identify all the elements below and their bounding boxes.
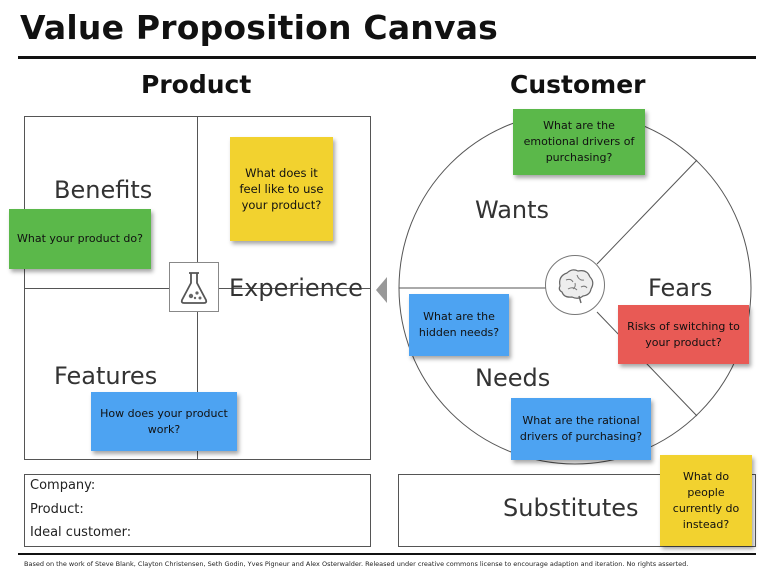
company-field-label: Company: <box>30 478 96 493</box>
brain-icon <box>545 255 605 315</box>
footer-credits: Based on the work of Steve Blank, Clayto… <box>24 560 689 568</box>
experience-sticky-note: What does it feel like to use your produ… <box>230 137 333 241</box>
title-divider <box>18 56 756 59</box>
substitutes-box <box>398 474 756 547</box>
hidden-needs-sticky-note: What are the hidden needs? <box>409 294 509 356</box>
features-label: Features <box>54 362 158 390</box>
needs-sticky-note: What are the rational drivers of purchas… <box>511 398 651 460</box>
benefits-label: Benefits <box>54 176 153 204</box>
ideal-customer-field-label: Ideal customer: <box>30 525 132 540</box>
wants-sticky-note: What are the emotional drivers of purcha… <box>513 109 645 175</box>
wants-label: Wants <box>475 196 550 224</box>
substitutes-sticky-note: What do people currently do instead? <box>660 455 752 546</box>
fears-label: Fears <box>648 274 713 302</box>
product-heading: Product <box>141 70 252 99</box>
flask-icon <box>169 262 219 312</box>
features-sticky-note: How does your product work? <box>91 392 237 451</box>
needs-label: Needs <box>475 364 551 392</box>
benefits-sticky-note: What your product do? <box>9 209 151 269</box>
company-info-box <box>24 474 371 547</box>
footer-divider <box>18 553 756 555</box>
product-field-label: Product: <box>30 502 84 517</box>
substitutes-label: Substitutes <box>503 494 639 522</box>
fears-sticky-note: Risks of switching to your product? <box>618 305 749 364</box>
customer-circle <box>398 111 752 465</box>
page-title: Value Proposition Canvas <box>20 8 498 47</box>
arrow-left-icon <box>376 277 387 303</box>
experience-label: Experience <box>229 274 363 302</box>
customer-heading: Customer <box>510 70 646 99</box>
